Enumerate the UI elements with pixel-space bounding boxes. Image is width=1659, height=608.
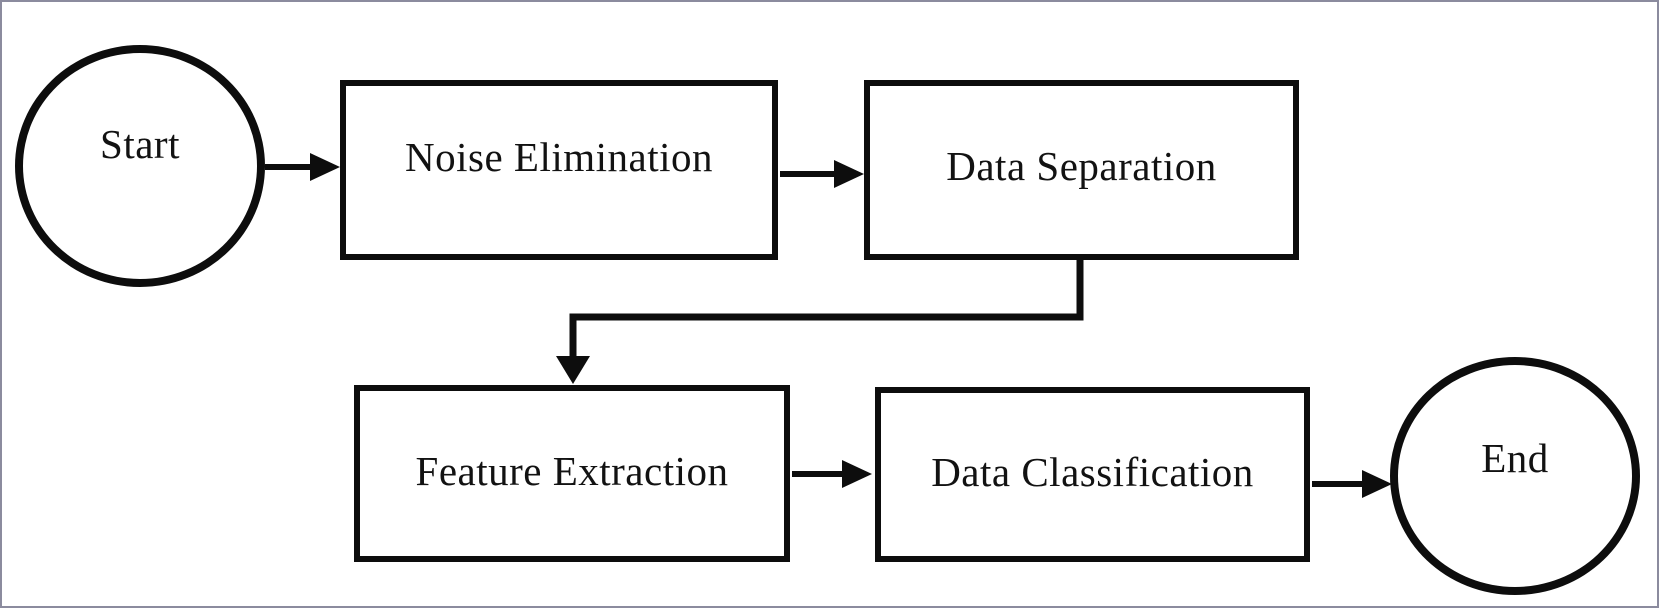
arrow-data-separation-to-feature-extraction — [556, 252, 1084, 384]
flowchart-node-data-classification: Data Classification — [875, 387, 1310, 562]
flowchart-node-feature-extraction: Feature Extraction — [354, 385, 790, 562]
node-label-noise-elimination: Noise Elimination — [405, 134, 713, 180]
arrow-feature-extraction-to-data-classification — [792, 460, 872, 488]
node-label-feature-extraction: Feature Extraction — [415, 447, 729, 494]
arrow-data-classification-to-end — [1312, 470, 1392, 498]
node-label-data-separation: Data Separation — [946, 143, 1217, 189]
node-label-end: End — [1481, 435, 1549, 481]
node-label-data-classification: Data Classification — [931, 448, 1254, 495]
flowchart-node-data-separation: Data Separation — [864, 80, 1299, 260]
node-label-start: Start — [100, 121, 180, 167]
flowchart-node-end: End — [1390, 357, 1640, 595]
arrow-noise-elimination-to-data-separation — [780, 160, 864, 188]
flowchart-node-start: Start — [15, 45, 265, 287]
arrow-start-to-noise-elimination — [265, 153, 340, 181]
flowchart-node-noise-elimination: Noise Elimination — [340, 80, 778, 260]
